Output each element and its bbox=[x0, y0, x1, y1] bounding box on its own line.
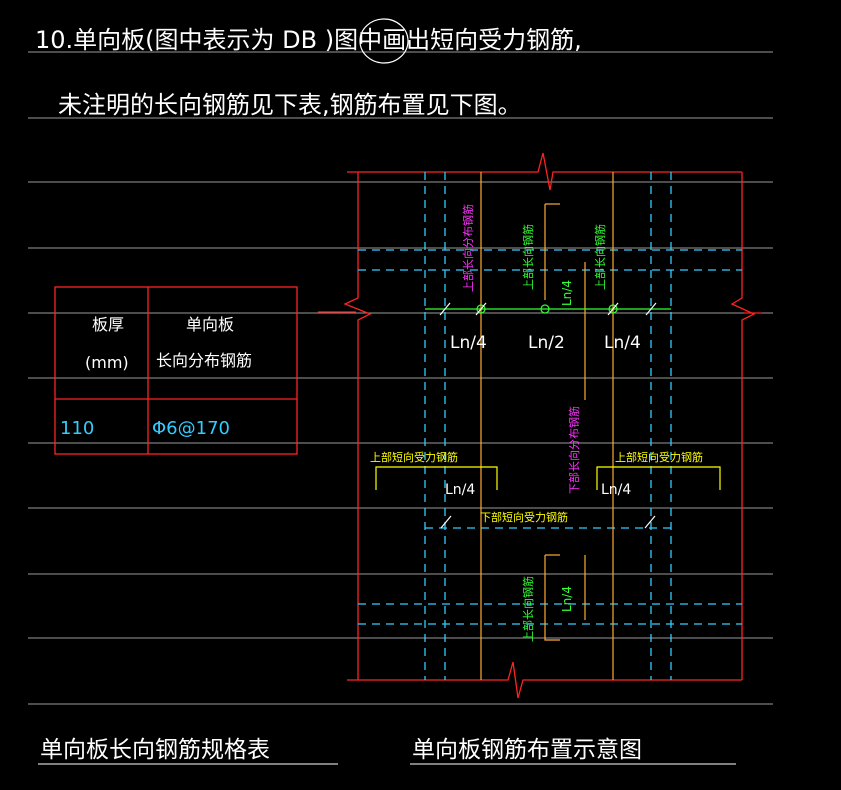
guide-lines bbox=[28, 51, 773, 705]
note-line-1: 10.单向板(图中表示为 DB )图中画出短向受力钢筋, bbox=[35, 26, 582, 54]
label-top-long-bottom: 上部长向钢筋 bbox=[521, 576, 535, 642]
dim-tick bbox=[607, 302, 619, 316]
dim-node bbox=[540, 304, 550, 314]
dim-tick bbox=[475, 302, 487, 316]
dimension-line bbox=[425, 302, 671, 529]
caption-table: 单向板长向钢筋规格表 bbox=[40, 737, 270, 763]
label-top-long-1: 上部长向钢筋 bbox=[521, 224, 535, 290]
label-bottom-distribution: 下部长向分布钢筋 bbox=[567, 406, 581, 494]
label-top-distribution: 上部长向分布钢筋 bbox=[461, 204, 475, 292]
top-short-rebar-left bbox=[375, 466, 498, 490]
dim-label-middle: Ln/2 bbox=[528, 333, 565, 353]
label-ln4-vertical-bottom: Ln/4 bbox=[560, 586, 574, 612]
label-ln4-left: Ln/4 bbox=[445, 482, 475, 498]
table-header-distribution: 长向分布钢筋 bbox=[156, 351, 252, 370]
caption-drawing: 单向板钢筋布置示意图 bbox=[412, 737, 642, 763]
spec-table-grid bbox=[54, 286, 298, 455]
table-border bbox=[54, 286, 298, 455]
rebar-lines bbox=[375, 172, 721, 680]
dim-tick bbox=[440, 515, 452, 529]
dim-label-left: Ln/4 bbox=[450, 333, 487, 353]
dim-node bbox=[476, 304, 486, 314]
label-top-short-right: 上部短向受力钢筋 bbox=[615, 450, 703, 464]
dim-tick bbox=[644, 515, 656, 529]
label-bottom-short: 下部短向受力钢筋 bbox=[480, 510, 568, 524]
slab-left-edge bbox=[343, 172, 372, 680]
label-top-long-2: 上部长向钢筋 bbox=[593, 224, 607, 290]
slab-top-edge bbox=[347, 152, 742, 191]
beam-lines bbox=[358, 172, 742, 680]
slab-outline bbox=[318, 152, 762, 699]
slab-right-edge bbox=[730, 172, 756, 680]
dim-tick bbox=[439, 302, 451, 316]
slab-bottom-edge bbox=[347, 661, 742, 699]
table-cell-spec: Φ6@170 bbox=[152, 418, 230, 439]
dim-label-right: Ln/4 bbox=[604, 333, 641, 353]
table-header-oneway: 单向板 bbox=[186, 315, 234, 334]
label-ln4-vertical-top: Ln/4 bbox=[560, 280, 574, 306]
table-header-thickness: 板厚 bbox=[92, 315, 124, 334]
table-header-unit: (mm) bbox=[85, 353, 129, 372]
table-cell-thickness: 110 bbox=[60, 418, 94, 439]
label-top-short-left: 上部短向受力钢筋 bbox=[370, 450, 458, 464]
dim-tick bbox=[645, 302, 657, 316]
dim-node bbox=[608, 304, 618, 314]
rebar-line bbox=[544, 555, 560, 641]
note-line-2: 未注明的长向钢筋见下表,钢筋布置见下图。 bbox=[58, 91, 522, 119]
highlight-circle bbox=[359, 18, 409, 64]
label-ln4-right: Ln/4 bbox=[601, 482, 631, 498]
top-short-rebar-right bbox=[596, 466, 721, 490]
